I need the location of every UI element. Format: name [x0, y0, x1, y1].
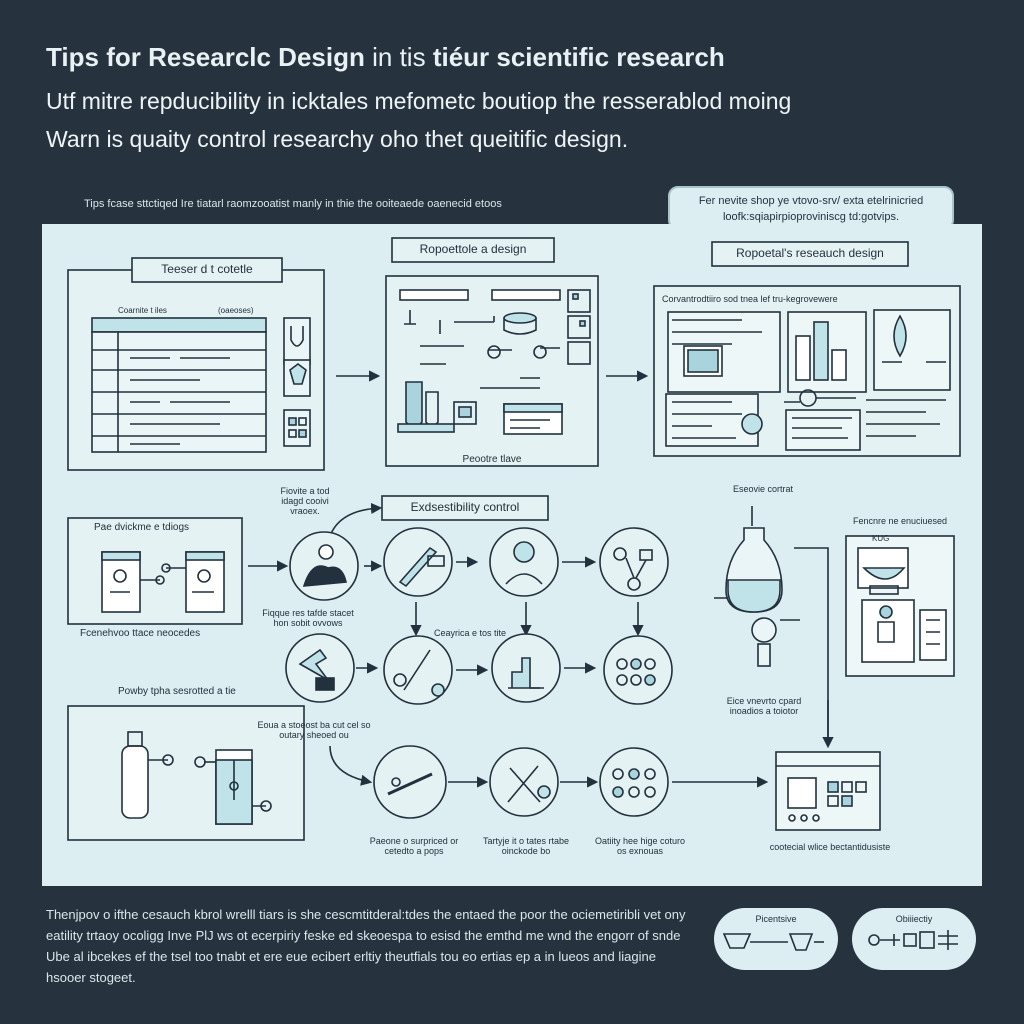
- module-icon: [903, 933, 917, 947]
- legend-pill-1: [714, 908, 838, 970]
- legend-pill-1-label: Picentsive: [755, 914, 797, 924]
- equipment-caption: Eice vnevrto cpard inoadios a toiotor: [726, 696, 802, 716]
- row2-left-title: Pae dvickme e tdiogs: [94, 522, 190, 533]
- row2-right-title: Fencnre ne enuciuesed: [852, 516, 948, 526]
- box2-footer: Peootre tlave: [462, 454, 522, 465]
- subtitle-line-2: Warn is quaity control researchy oho the…: [46, 126, 629, 152]
- title-bold: Tips for Researclc Design: [46, 42, 365, 72]
- callout-bubble: Fer nevite shop ye vtovo-srv/ exta etelr…: [668, 186, 954, 230]
- box1-col2-header: (oaeoses): [218, 306, 254, 315]
- box1-col1-header: Coarnite t iles: [118, 306, 167, 315]
- intro-note: Tips fcase sttctiqed Ire tiatarl raomzoo…: [84, 198, 502, 210]
- legend-pill-2-label: Obiiiectiy: [895, 914, 933, 924]
- row3-left-title: Powby tpha sesrotted a tie: [118, 686, 236, 697]
- row3-caption-3: Oatiity hee hige coturo os exnouas: [594, 836, 686, 856]
- row2-note-top: Fiovite a tod idagd cooivi vraoex.: [280, 486, 330, 516]
- box2-title: Ropoettole a design: [419, 242, 527, 256]
- legend-pill-2: [852, 908, 976, 970]
- subtitle-line-1: Utf mitre repducibility in icktales mefo…: [46, 88, 792, 114]
- box1-title: Teeser d t cotetle: [161, 262, 253, 276]
- row3-note: Eoua a stoeost ba cut cel so outary sheo…: [257, 720, 371, 740]
- box3-caption: Corvantrodtiiro sod tnea lef tru-kegrove…: [662, 294, 838, 304]
- beaker-icon: [788, 933, 814, 951]
- row2-left-caption: Fcenehvoo ttace neocedes: [80, 628, 201, 639]
- row2-note-bottom: Fiqque res tafde stacet hon sobit ovvows: [262, 608, 354, 628]
- funnel-icon: [722, 933, 752, 949]
- row2-center-label: Ceayrica e tos tite: [433, 628, 507, 638]
- row3-caption-2: Tartyje it o tates rtabe oinckode bo: [482, 836, 570, 856]
- page-title: Tips for Researclc Design in tis tiéur s…: [46, 42, 725, 73]
- device-caption: cootecial wlice bectantidusiste: [769, 842, 891, 852]
- reproducibility-control-text: Exdsestibility control: [410, 500, 520, 514]
- node-icon: [868, 934, 880, 946]
- reproducibility-control-label: [381, 495, 549, 521]
- row3-caption-1: Paeone o surpriced or cetedto a pops: [369, 836, 459, 856]
- equipment-label: Eseovie cortrat: [732, 484, 794, 494]
- title-tail: tiéur scientific research: [432, 42, 725, 72]
- title-light: in tis: [372, 42, 426, 72]
- box3-title: Ropoetal's reseauch design: [736, 246, 884, 260]
- row2-right-inner-label: KUG: [872, 534, 890, 543]
- footer-paragraph: Thenjpov o ifthe cesauch kbrol wrelll ti…: [46, 907, 686, 985]
- box-powder-test: [67, 705, 305, 841]
